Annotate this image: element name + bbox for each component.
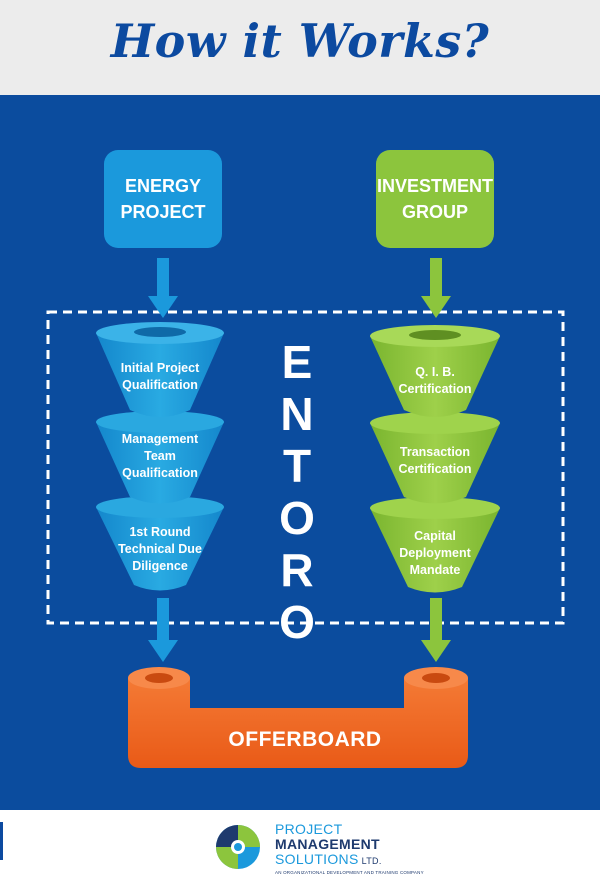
right-funnel-1 bbox=[370, 325, 500, 417]
left-stage-1-line2: Qualification bbox=[122, 378, 198, 392]
right-funnel-3 bbox=[370, 497, 500, 593]
right-stage-2-line1: Transaction bbox=[399, 445, 471, 459]
arrow-energy-to-funnel bbox=[148, 258, 178, 318]
entoro-letter: R bbox=[280, 544, 314, 596]
entoro-letter: T bbox=[282, 440, 312, 492]
right-stage-3-label: Capital Deployment Mandate bbox=[380, 528, 490, 579]
energy-project-box: ENERGY PROJECT bbox=[104, 150, 222, 248]
page-title: How it Works? bbox=[110, 14, 490, 68]
left-stage-3-line3: Diligence bbox=[132, 559, 188, 573]
arrow-funnel-to-offerboard-right bbox=[421, 598, 451, 662]
right-stage-2-label: Transaction Certification bbox=[380, 444, 490, 478]
right-stage-1-line2: Certification bbox=[398, 382, 472, 396]
left-stage-2-line2: Team bbox=[144, 449, 176, 463]
arrow-invest-to-funnel bbox=[421, 258, 451, 318]
investment-group-box: INVESTMENT GROUP bbox=[376, 150, 494, 248]
logo-ltd: LTD. bbox=[361, 856, 382, 866]
entoro-frame bbox=[46, 310, 565, 625]
footer bbox=[0, 810, 600, 878]
energy-project-line2: PROJECT bbox=[120, 202, 206, 222]
logo-tagline: AN ORGANIZATIONAL DEVELOPMENT AND TRAINI… bbox=[275, 870, 424, 875]
right-stage-1-label: Q. I. B. Certification bbox=[380, 364, 490, 398]
right-stage-3-line1: Capital bbox=[414, 529, 456, 543]
entoro-letter: O bbox=[279, 492, 315, 544]
footer-edge-bar bbox=[0, 822, 3, 860]
right-stage-3-line2: Deployment bbox=[399, 546, 471, 560]
entoro-letter: O bbox=[279, 596, 315, 648]
left-stage-3-line1: 1st Round bbox=[129, 525, 191, 539]
entoro-letter: E bbox=[281, 336, 313, 388]
left-stage-1-label: Initial Project Qualification bbox=[106, 360, 214, 394]
left-stage-2-line3: Qualification bbox=[122, 466, 198, 480]
left-funnel-1 bbox=[96, 322, 224, 417]
left-stage-2-line1: Management bbox=[121, 432, 199, 446]
logo-solutions-word: SOLUTIONS bbox=[275, 851, 359, 867]
logo-line-project: PROJECT bbox=[275, 821, 343, 837]
investment-group-line1: INVESTMENT bbox=[376, 176, 493, 196]
entoro-letter: N bbox=[280, 388, 314, 440]
energy-project-line1: ENERGY bbox=[124, 176, 202, 196]
offerboard-pipe bbox=[128, 667, 468, 768]
right-funnel-2 bbox=[370, 412, 500, 504]
left-stage-3-label: 1st Round Technical Due Diligence bbox=[106, 524, 214, 575]
offerboard-label: OFFERBOARD bbox=[228, 728, 382, 751]
right-stage-2-line2: Certification bbox=[398, 462, 472, 476]
diagram-panel bbox=[0, 95, 600, 810]
left-funnel-2 bbox=[96, 411, 224, 504]
right-stage-1-line1: Q. I. B. bbox=[415, 365, 455, 379]
logo-line-management: MANAGEMENT bbox=[275, 836, 380, 852]
header: How it Works? bbox=[0, 0, 600, 95]
left-stage-2-label: Management Team Qualification bbox=[106, 431, 214, 482]
left-funnel-3 bbox=[96, 496, 224, 591]
left-stage-3-line2: Technical Due bbox=[118, 542, 202, 556]
entoro-label: E N T O R O bbox=[272, 336, 322, 648]
right-stage-3-line3: Mandate bbox=[409, 563, 461, 577]
left-stage-1-line1: Initial Project bbox=[120, 361, 200, 375]
pms-logo-icon bbox=[216, 825, 260, 869]
arrow-funnel-to-offerboard-left bbox=[148, 598, 178, 662]
investment-group-line2: GROUP bbox=[401, 202, 468, 222]
